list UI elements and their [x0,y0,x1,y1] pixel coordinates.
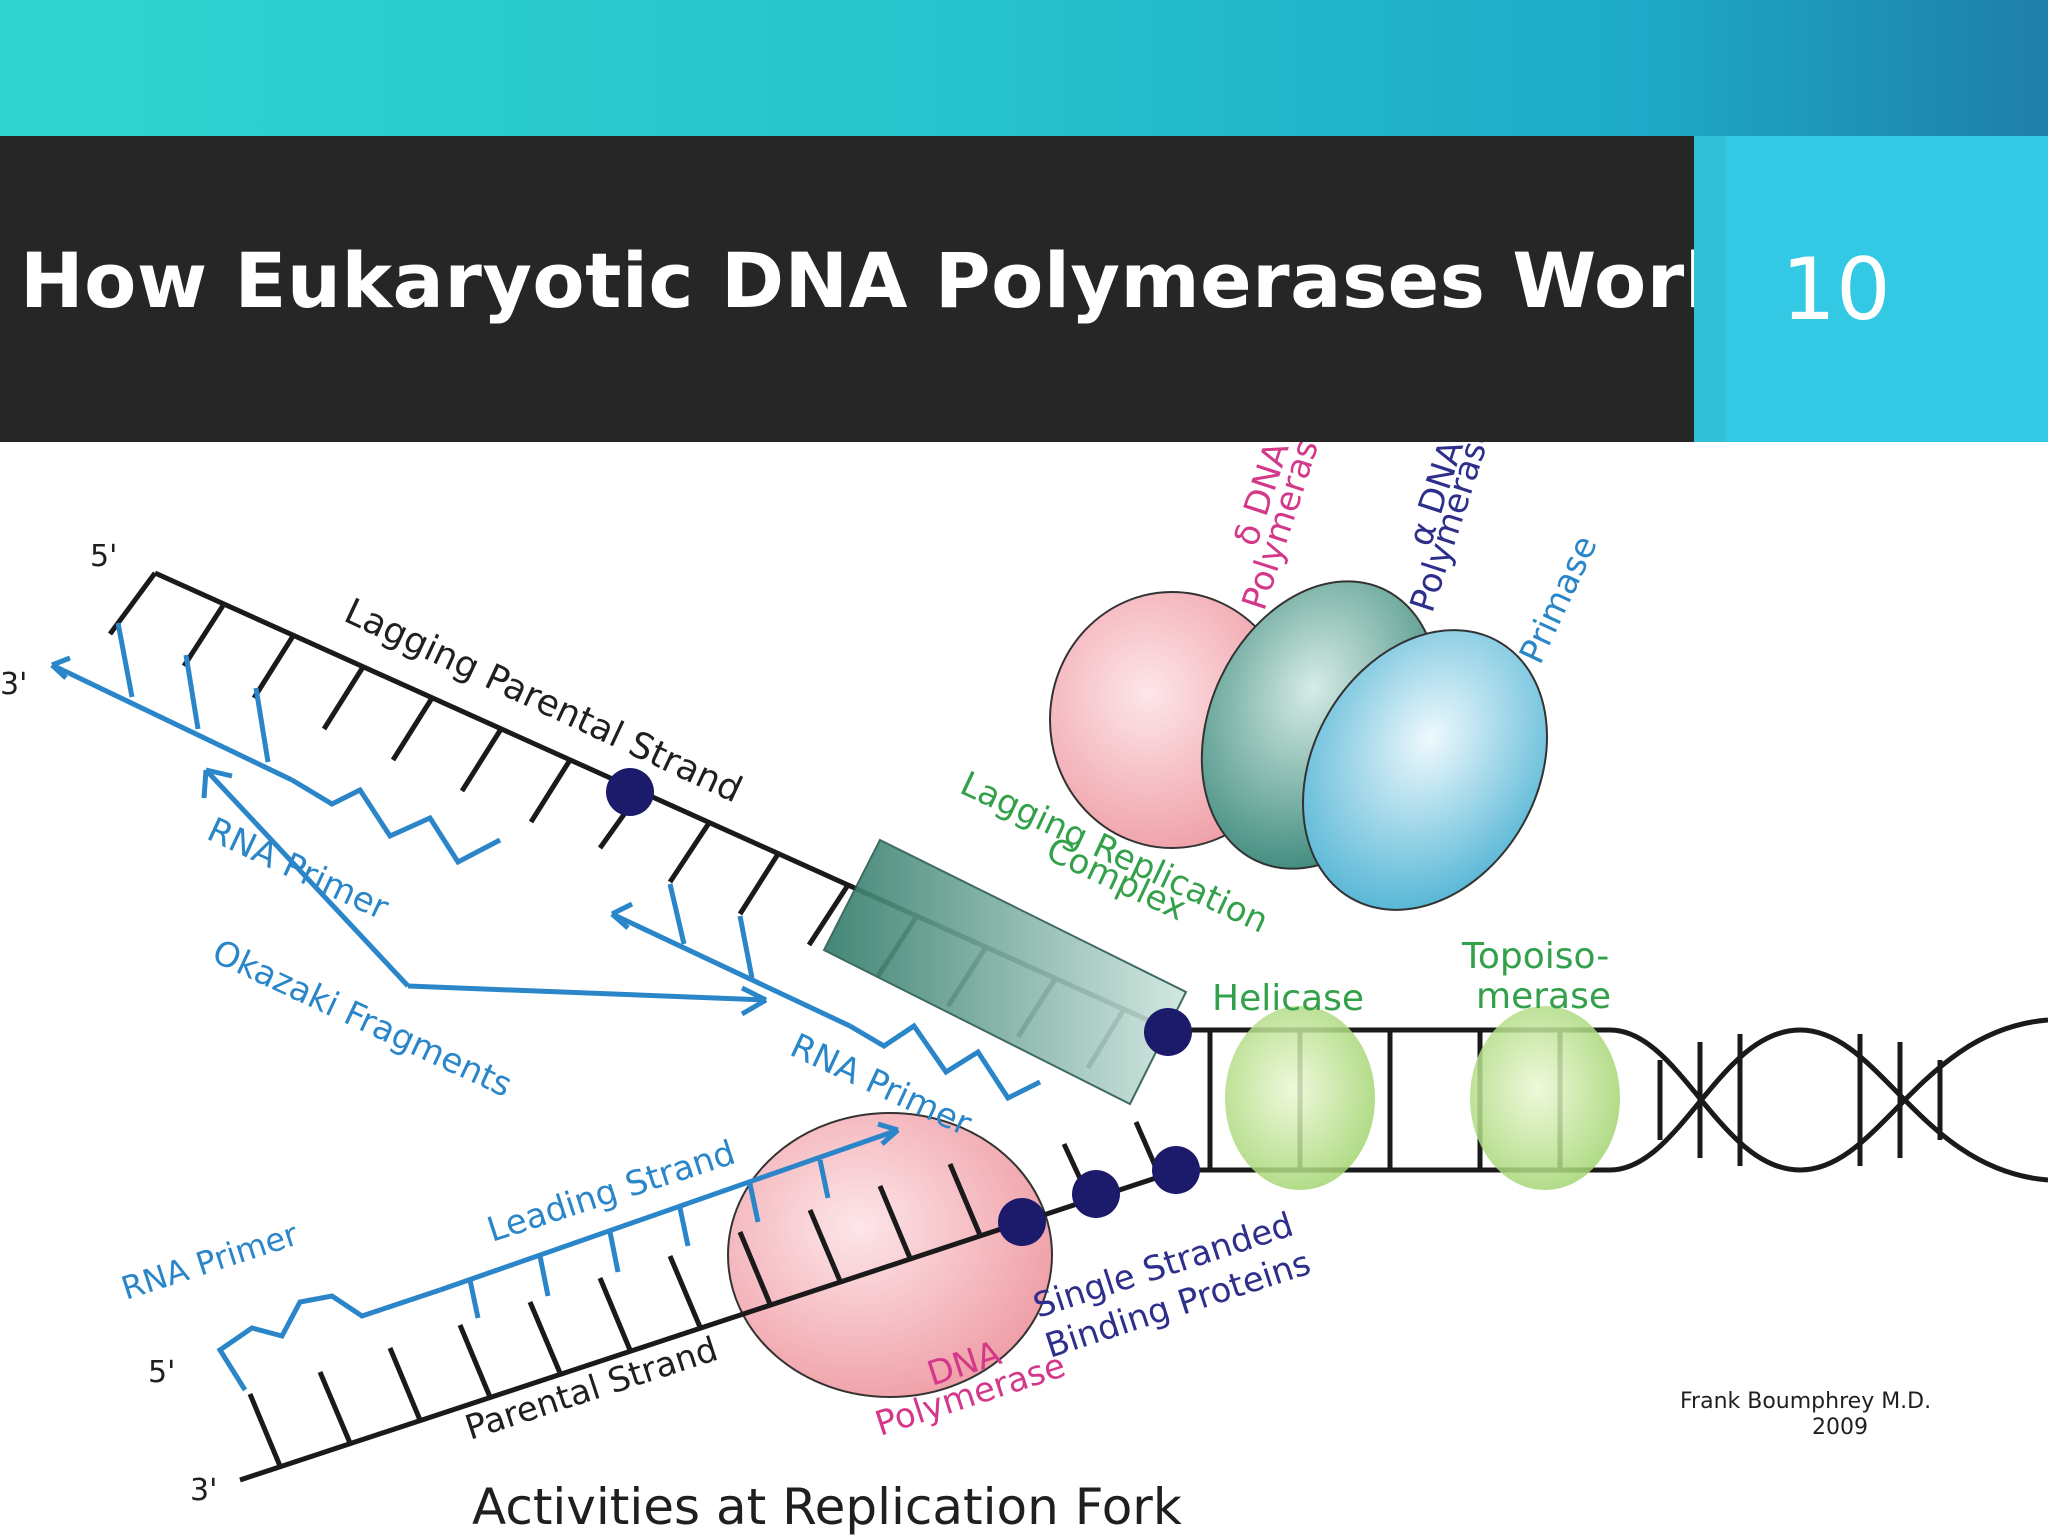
rna-primer-bottom-label: RNA Primer [117,1215,304,1308]
topoisomerase-label-1: Topoiso- [1461,936,1609,977]
lagging-replication-complex-box [822,838,1188,1106]
bottom-5prime-label: 5' [148,1355,175,1390]
slide-number-box [1726,136,2048,442]
header-accent-band [0,0,2048,136]
lagging-parental-label: Lagging Parental Strand [338,591,748,811]
helicase-blob [1225,1006,1375,1190]
top-3prime-label: 3' [0,667,27,702]
diagram-caption: Activities at Replication Fork [472,1478,1182,1536]
top-5prime-label: 5' [90,539,117,574]
parental-strand-label: Parental Strand [460,1329,722,1448]
rna-primer-top-label: RNA Primer [201,810,394,928]
okazaki-fragment-1 [50,622,502,866]
replication-fork-diagram: 5' 3' 5' 3' Lagging Parental Strand RNA … [0,442,2048,1536]
leading-polymerase-blob [727,1112,1053,1398]
leading-daughter-strand [216,1121,900,1392]
primase-blob [1302,629,1548,911]
slide-number: 10 [1781,240,1891,340]
okazaki-fragment-2 [610,883,1042,1102]
topoisomerase-label-2: merase [1476,976,1611,1017]
okazaki-label: Okazaki Fragments [206,932,518,1106]
credit-name: Frank Boumphrey M.D. [1680,1389,1931,1414]
pointer-arrows [201,767,768,1017]
ssb-proteins [606,768,1200,1246]
slide-title: How Eukaryotic DNA Polymerases Work [20,236,1736,325]
number-divider [1694,136,1726,442]
primase-label: Primase [1512,530,1606,670]
credit-year: 2009 [1812,1415,1868,1440]
topoisomerase-blob [1470,1006,1620,1190]
helicase-label: Helicase [1212,978,1364,1019]
title-bar [0,136,1694,442]
bottom-3prime-label: 3' [190,1473,217,1508]
